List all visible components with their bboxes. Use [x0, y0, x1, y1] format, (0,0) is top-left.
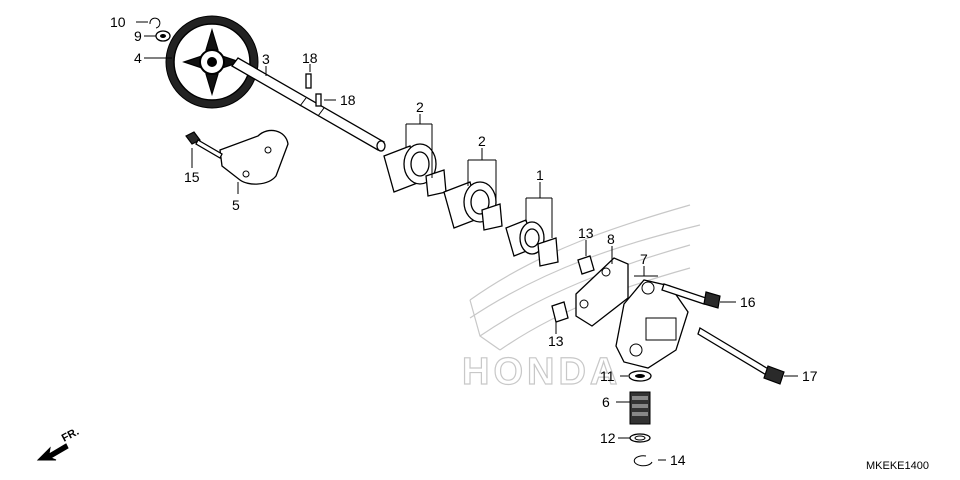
callout-2-first: 2 [416, 99, 424, 115]
callout-12: 12 [600, 430, 616, 446]
clip-part-10 [149, 17, 161, 29]
callout-1: 1 [536, 167, 544, 183]
gear-part-4 [165, 15, 259, 109]
callout-6: 6 [602, 394, 610, 410]
bolt-part-17 [697, 327, 785, 385]
callout-13-top: 13 [578, 225, 594, 241]
callout-18-top: 18 [302, 50, 318, 66]
washer-part-11 [628, 370, 652, 382]
callout-17: 17 [802, 368, 818, 384]
washer-part-9 [155, 30, 171, 42]
callout-9: 9 [134, 28, 142, 44]
pin-part-18-b [315, 93, 322, 107]
bolt-part-15 [185, 131, 223, 159]
callout-4: 4 [134, 50, 142, 66]
valve-part-6 [629, 391, 651, 425]
watermark-text: HONDA [462, 351, 621, 393]
callout-14: 14 [670, 452, 686, 468]
callout-18-side: 18 [340, 92, 356, 108]
plate-part-5 [219, 129, 289, 185]
diagram-code: MKEKE1400 [866, 460, 929, 472]
rotor-part-1 [505, 219, 559, 267]
callout-3: 3 [262, 51, 270, 67]
rotor-part-2-a [383, 143, 447, 197]
circlip-part-14 [633, 455, 653, 467]
callout-7: 7 [640, 251, 648, 267]
housing-part-7 [615, 279, 689, 369]
callout-11: 11 [600, 368, 615, 384]
pin-part-18-a [305, 73, 312, 89]
leader-lines [136, 21, 798, 461]
washer-part-12 [629, 433, 651, 443]
callout-8: 8 [607, 231, 615, 247]
shaft-part-3 [231, 57, 386, 152]
bolt-part-16 [661, 283, 721, 309]
rotor-part-2-b [443, 181, 503, 231]
front-direction-label: FR. [60, 426, 81, 445]
callout-2-second: 2 [478, 133, 486, 149]
callout-15: 15 [184, 169, 200, 185]
dowel-part-13-b [551, 301, 569, 323]
gasket-part-8 [575, 257, 629, 327]
honda-wing-watermark [469, 204, 701, 351]
dowel-part-13-a [577, 255, 595, 275]
callout-10: 10 [110, 14, 126, 30]
front-direction-arrow-icon [36, 443, 69, 461]
callout-13-bottom: 13 [548, 333, 564, 349]
callout-5: 5 [232, 197, 240, 213]
callout-16: 16 [740, 294, 756, 310]
